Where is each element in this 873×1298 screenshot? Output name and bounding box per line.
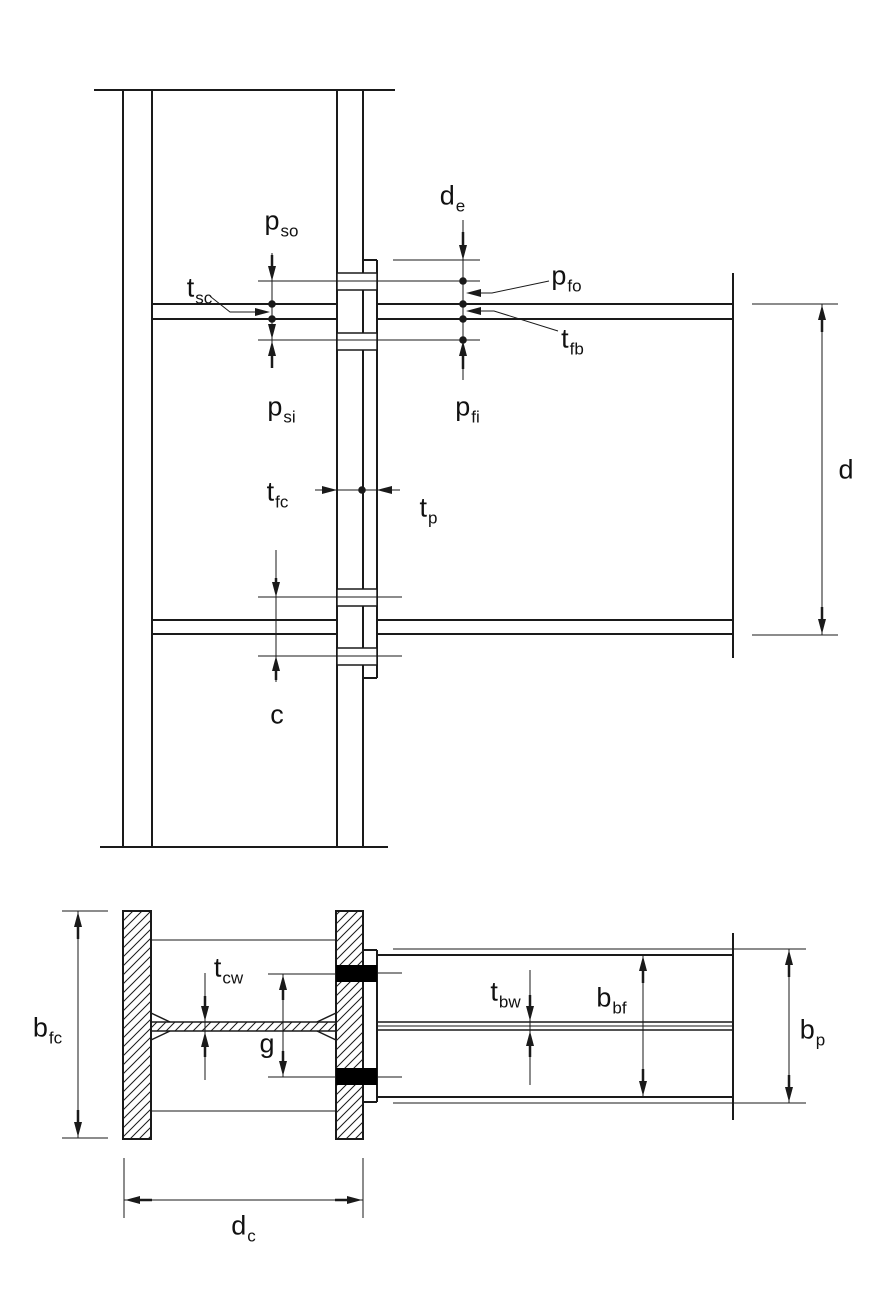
column-elevation (94, 89, 395, 848)
bp-extension-lines (393, 948, 806, 1104)
beam-flange-edges (377, 954, 733, 1098)
label-g: g (259, 1028, 275, 1059)
label-t-cw: tcw (213, 952, 244, 988)
label-t-bw: tbw (490, 976, 521, 1012)
plan-arrow-stems (76, 927, 791, 1202)
label-t-fb: tfb (561, 323, 584, 359)
web-fillet-lines (150, 1012, 337, 1041)
plan-view (62, 910, 806, 1218)
bolt-near (336, 965, 377, 982)
plan-dimension-lines (62, 910, 806, 1218)
label-c: c (270, 699, 284, 730)
column-stiffener-bottom (152, 619, 337, 635)
beam-elevation (377, 273, 734, 658)
label-d: d (838, 454, 854, 485)
dc-extension-lines (123, 1158, 364, 1218)
column-left-flange-section (122, 910, 152, 1140)
label-p-fo: pfo (551, 260, 582, 296)
beam-section (377, 933, 734, 1120)
bolt-row-2 (336, 332, 378, 351)
bfc-extension-lines (62, 910, 108, 1139)
label-b-fc: bfc (32, 1012, 63, 1048)
label-p-fi: pfi (455, 391, 480, 427)
label-t-p: tp (419, 492, 438, 528)
elevation-view (94, 89, 838, 848)
label-d-c: dc (231, 1210, 256, 1246)
label-b-p: bp (799, 1014, 826, 1050)
continuity-plate-edges (151, 939, 336, 1112)
label-p-si: psi (267, 391, 296, 427)
label-t-fc: tfc (266, 476, 289, 512)
beam-web-lines (377, 1021, 733, 1031)
column-section (122, 910, 364, 1140)
gauge-extension-lines (268, 973, 336, 1078)
beam-top-flange (377, 303, 733, 320)
elevation-arrow-stems (270, 232, 824, 680)
beam-bottom-flange (377, 619, 733, 635)
tfb-leader-line (468, 310, 559, 332)
bolt-far (336, 1068, 377, 1085)
column-web-section (150, 1021, 337, 1032)
bolts-plan (268, 965, 402, 1085)
bolt-centerline-stubs (377, 972, 402, 1078)
label-b-bf: bbf (596, 982, 627, 1018)
bolt-rows-elevation (336, 272, 378, 666)
beam-depth-extension-lines (752, 303, 838, 636)
label-t-sc: tsc (186, 272, 213, 308)
elevation-dimension-arrows (255, 245, 826, 671)
end-plate-elevation (363, 259, 378, 679)
label-d-e: de (439, 180, 466, 216)
label-p-so: pso (264, 205, 299, 241)
column-right-flange-section (335, 910, 364, 1140)
column-stiffener-top (152, 303, 337, 320)
elevation-dimension-lines (210, 220, 838, 682)
plan-dimension-arrows (74, 912, 793, 1204)
